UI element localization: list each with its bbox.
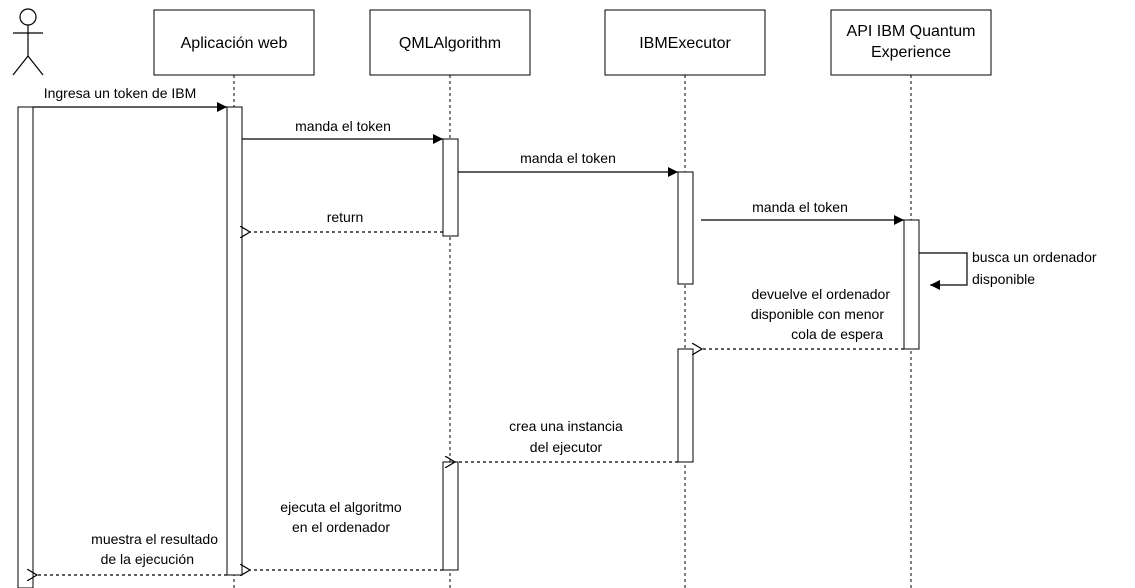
participant-api-label-1: API IBM Quantum — [847, 23, 976, 40]
participant-api-label-2: Experience — [871, 44, 951, 61]
actor-icon — [12, 8, 44, 76]
message-label-7c: cola de espera — [791, 326, 883, 342]
message-label-7a: devuelve el ordenador — [751, 286, 890, 302]
self-message-arrow-6 — [919, 252, 968, 290]
activation-qml-2 — [442, 461, 459, 571]
participant-qml: QMLAlgorithm — [369, 9, 531, 76]
message-label-5: manda el token — [752, 199, 848, 215]
message-label-10b: de la ejecución — [101, 551, 194, 567]
participant-ibm-label: IBMExecutor — [639, 35, 731, 52]
activation-ibm-2 — [677, 348, 694, 463]
message-label-8a: crea una instancia — [509, 418, 623, 434]
message-label-6b: disponible — [972, 271, 1035, 287]
message-label-9b: en el ordenador — [292, 519, 390, 535]
activation-api — [903, 219, 920, 350]
message-label-3: manda el token — [520, 150, 616, 166]
participant-api: API IBM Quantum Experience — [830, 9, 992, 76]
message-label-2: manda el token — [295, 118, 391, 134]
activation-qml-1 — [442, 138, 459, 237]
message-label-7b: disponible con menor — [751, 306, 884, 322]
message-label-1: Ingresa un token de IBM — [44, 85, 197, 101]
message-label-8b: del ejecutor — [530, 439, 603, 455]
activation-ibm-1 — [677, 171, 694, 285]
message-label-9a: ejecuta el algoritmo — [280, 499, 402, 515]
message-label-6a: busca un ordenador — [972, 249, 1097, 265]
participant-ibm: IBMExecutor — [604, 9, 766, 76]
participant-web-label: Aplicación web — [181, 35, 288, 52]
participant-qml-label: QMLAlgorithm — [399, 35, 501, 52]
activation-web — [226, 106, 243, 576]
message-label-10a: muestra el resultado — [91, 531, 218, 547]
participant-web: Aplicación web — [153, 9, 315, 76]
message-label-4: return — [327, 209, 364, 225]
activation-actor — [17, 106, 34, 588]
